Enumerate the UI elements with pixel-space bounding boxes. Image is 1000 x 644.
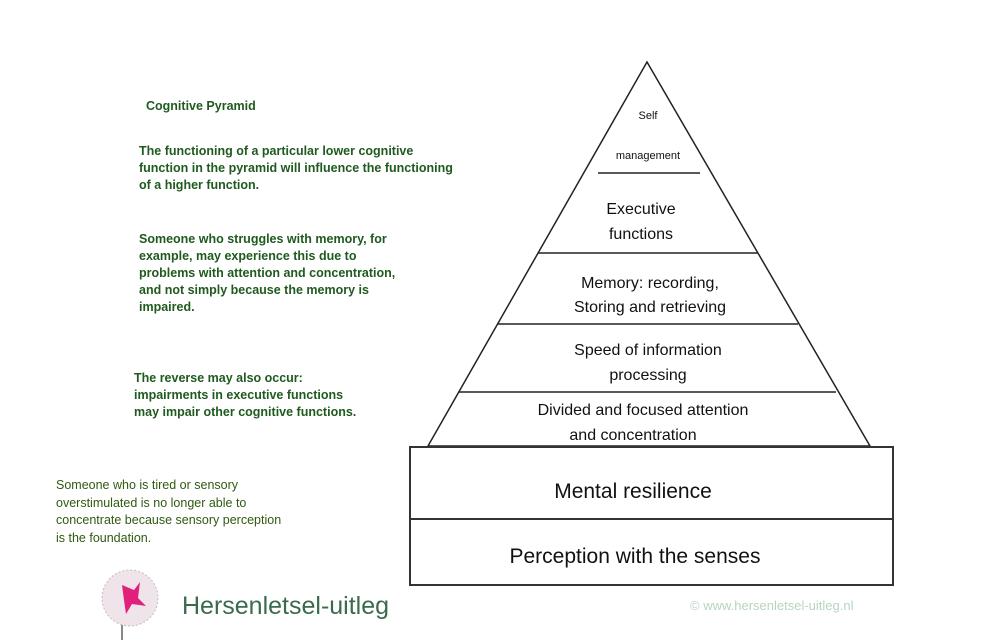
level-attention: Divided and focused attention and concen…	[538, 402, 749, 444]
base-box-mental-resilience	[409, 446, 894, 520]
svg-text:Self: Self	[639, 110, 659, 122]
level-memory: Memory: recording, Storing and retrievin…	[574, 275, 726, 316]
level-speed-of-processing: Speed of information processing	[574, 342, 722, 384]
base-label-mental-resilience: Mental resilience	[554, 480, 712, 503]
svg-text:Memory: recording,: Memory: recording,	[581, 275, 719, 292]
svg-text:Storing and retrieving: Storing and retrieving	[574, 299, 726, 316]
copyright: © www.hersenletsel-uitleg.nl	[690, 598, 854, 613]
svg-text:Speed of information: Speed of information	[574, 342, 722, 359]
logo-text: Hersenletsel-uitleg	[182, 592, 390, 620]
svg-text:management: management	[616, 150, 680, 162]
svg-text:Divided and focused attention: Divided and focused attention	[538, 402, 749, 419]
note-1: The functioning of a particular lower co…	[139, 144, 453, 192]
svg-text:processing: processing	[609, 367, 686, 384]
svg-text:functions: functions	[609, 226, 673, 243]
base-label-perception: Perception with the senses	[510, 545, 761, 568]
note-3: The reverse may also occur: impairments …	[134, 371, 357, 419]
level-self-management: Self management	[616, 110, 680, 162]
svg-text:Executive: Executive	[606, 201, 675, 218]
level-executive-functions: Executive functions	[606, 201, 675, 243]
base-box-perception	[409, 518, 894, 586]
svg-text:and concentration: and concentration	[569, 427, 696, 444]
brain-logo-icon	[101, 569, 159, 640]
note-4: Someone who is tired or sensory overstim…	[56, 478, 282, 545]
page-title: Cognitive Pyramid	[146, 99, 256, 113]
note-2: Someone who struggles with memory, for e…	[139, 232, 396, 314]
